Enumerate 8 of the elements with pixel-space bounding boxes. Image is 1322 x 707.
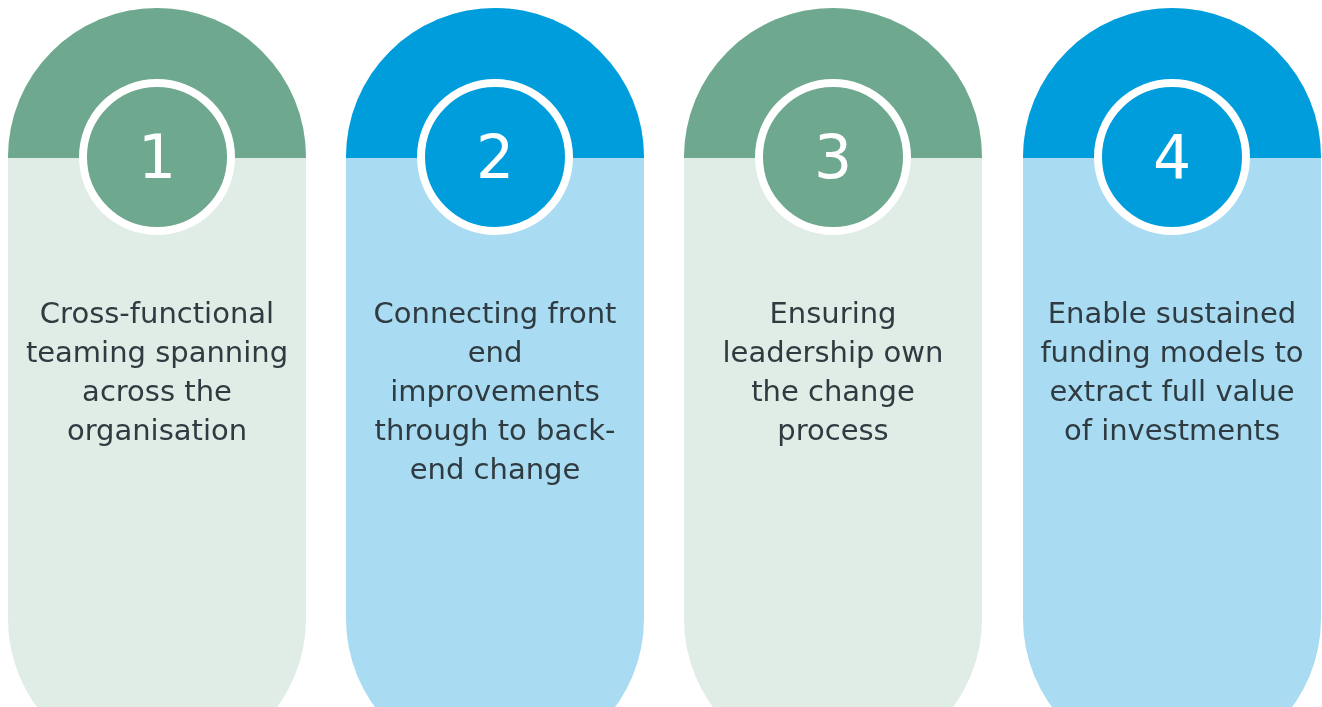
pill-card bbox=[1023, 8, 1321, 707]
step-text: Enable sustained funding models to extract full value of investments bbox=[1039, 295, 1305, 449]
step-text: Ensuring leadership own the change process bbox=[721, 295, 945, 449]
step-text: Connecting front end improvements through to back-end change bbox=[372, 295, 618, 488]
pill-card bbox=[8, 8, 306, 707]
pill-card bbox=[346, 8, 644, 707]
pill-card bbox=[684, 8, 982, 707]
step-text: Cross-functional teaming spanning across the organisation bbox=[24, 295, 290, 449]
